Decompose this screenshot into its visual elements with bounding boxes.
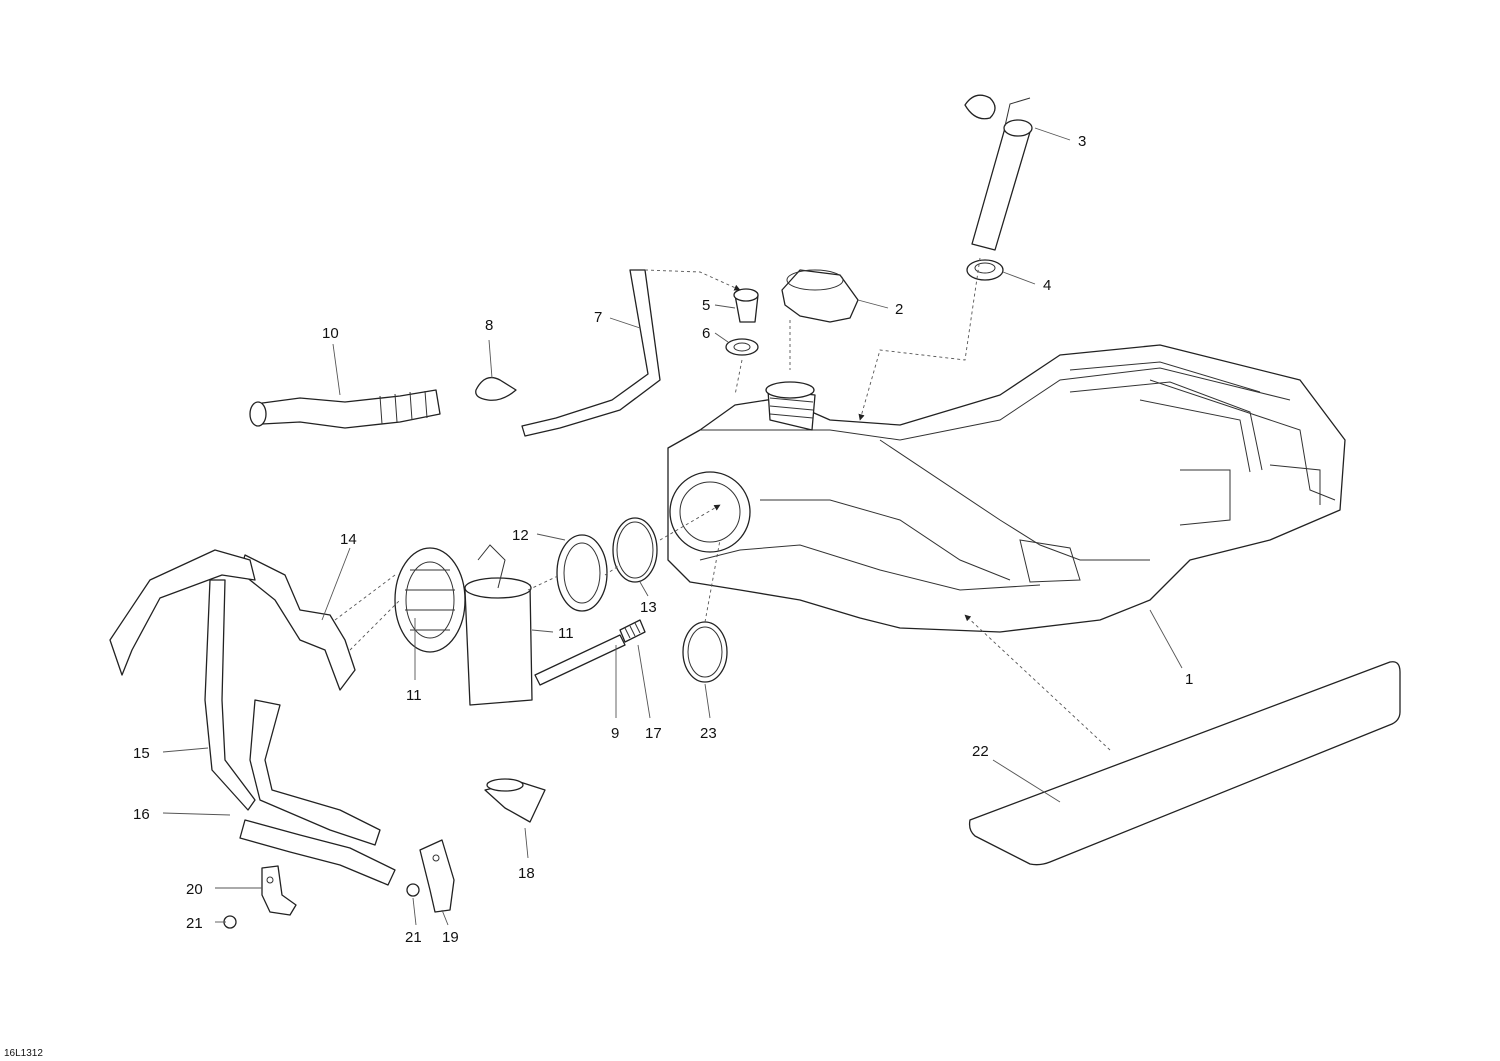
callout-2: 2 (895, 301, 903, 318)
vent-fitting (733, 288, 759, 323)
callout-5: 5 (702, 297, 710, 314)
bracket-20 (261, 865, 297, 916)
threaded-stud (619, 619, 646, 643)
callout-19: 19 (442, 929, 459, 946)
callout-1: 1 (1185, 671, 1193, 688)
funnel-nozzle (484, 778, 546, 823)
grommet (966, 259, 1004, 281)
figure-reference: 16L1312 (4, 1048, 43, 1059)
filler-hose (249, 389, 441, 429)
callout-11-flange: 11 (406, 687, 422, 704)
callout-15: 15 (133, 745, 150, 762)
vent-hose (521, 269, 661, 437)
callout-14: 14 (340, 531, 357, 548)
callout-16: 16 (133, 806, 150, 823)
callout-10: 10 (322, 325, 339, 342)
fuel-filter-screw (534, 634, 626, 686)
o-ring (612, 517, 658, 583)
callout-23: 23 (700, 725, 717, 742)
fuel-tank (667, 344, 1346, 633)
callout-7: 7 (594, 309, 602, 326)
fuel-pump-module (394, 544, 533, 706)
callout-12: 12 (512, 527, 529, 544)
callout-labels: 1 2 3 4 5 6 7 8 9 10 11 11 12 13 14 15 1… (133, 133, 1193, 946)
lock-ring (556, 534, 608, 612)
callout-3: 3 (1078, 133, 1086, 150)
callout-4: 4 (1043, 277, 1051, 294)
tank-pad (968, 661, 1401, 866)
fuel-hose-15 (109, 549, 256, 811)
callout-22: 22 (972, 743, 989, 760)
vent-tube (964, 94, 1033, 251)
fuel-cap (781, 269, 859, 323)
leader-lines (162, 127, 1183, 926)
callout-9: 9 (611, 725, 619, 742)
bracket-19 (419, 839, 455, 913)
fuel-hose-16 (239, 699, 396, 886)
callout-20: 20 (186, 881, 203, 898)
callout-8: 8 (485, 317, 493, 334)
callout-17: 17 (645, 725, 662, 742)
callout-11-pump: 11 (558, 625, 574, 642)
fuel-hose-14 (239, 554, 356, 691)
assembly-lines (334, 257, 1111, 751)
callout-6: 6 (702, 325, 710, 342)
callout-18: 18 (518, 865, 535, 882)
callout-13: 13 (640, 599, 657, 616)
callout-21-right: 21 (405, 929, 422, 946)
fitting-seal (725, 338, 759, 356)
callout-21-left: 21 (186, 915, 203, 932)
clamp-23 (682, 621, 728, 683)
screw-21-right (406, 883, 420, 897)
hose-clamp (475, 376, 517, 401)
